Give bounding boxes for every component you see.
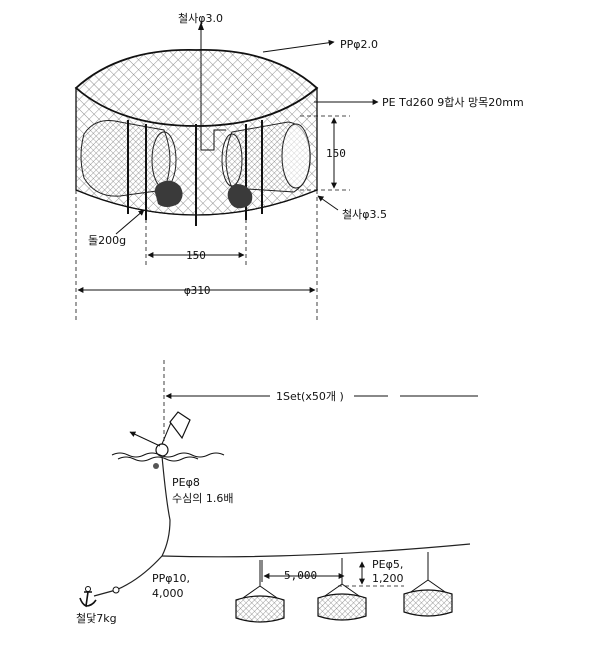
rig-figure: 1Set(x50개 ) PEφ8 수심의 1.6배 PPφ10, 4,000 철… [76, 360, 478, 625]
main-line [161, 543, 471, 558]
label-pp-rope: PPφ2.0 [340, 38, 378, 51]
trap-icon-2 [317, 558, 367, 621]
right-entrance-funnel [221, 121, 311, 193]
label-main-line: PPφ10, [152, 572, 190, 585]
label-main-line-length: 4,000 [152, 587, 184, 600]
label-buoy-line-length: 수심의 1.6배 [172, 492, 233, 505]
label-spacing: 5,000 [284, 569, 317, 582]
label-wire-bottom: 철사φ3.5 [342, 208, 387, 221]
label-stone: 돌200g [88, 234, 126, 247]
label-set: 1Set(x50개 ) [276, 390, 344, 403]
label-net-spec: PE Td260 9합사 망목20mm [382, 96, 524, 109]
trap-icon-1 [235, 560, 285, 623]
label-buoy-line: PEφ8 [172, 476, 200, 489]
trap-icon-3 [403, 552, 453, 617]
label-entrance-span: 150 [186, 249, 206, 262]
stone-right [227, 184, 253, 209]
trap-top-net [74, 49, 319, 127]
anchor-icon [79, 586, 97, 608]
trap-figure: 철사φ3.0 PPφ2.0 PE Td260 9합사 망목20mm 150 철사… [74, 12, 524, 322]
label-height: 150 [326, 147, 346, 160]
label-branch-length: 1,200 [372, 572, 404, 585]
buoy-line [161, 455, 171, 557]
label-wire-top: 철사φ3.0 [178, 12, 223, 25]
stone-left [154, 180, 183, 207]
center-wire [200, 22, 226, 151]
buoy-flag [111, 411, 225, 469]
label-anchor: 철닻7kg [76, 612, 117, 625]
label-branch: PEφ5, [372, 558, 403, 571]
label-diameter: φ310 [184, 284, 211, 297]
